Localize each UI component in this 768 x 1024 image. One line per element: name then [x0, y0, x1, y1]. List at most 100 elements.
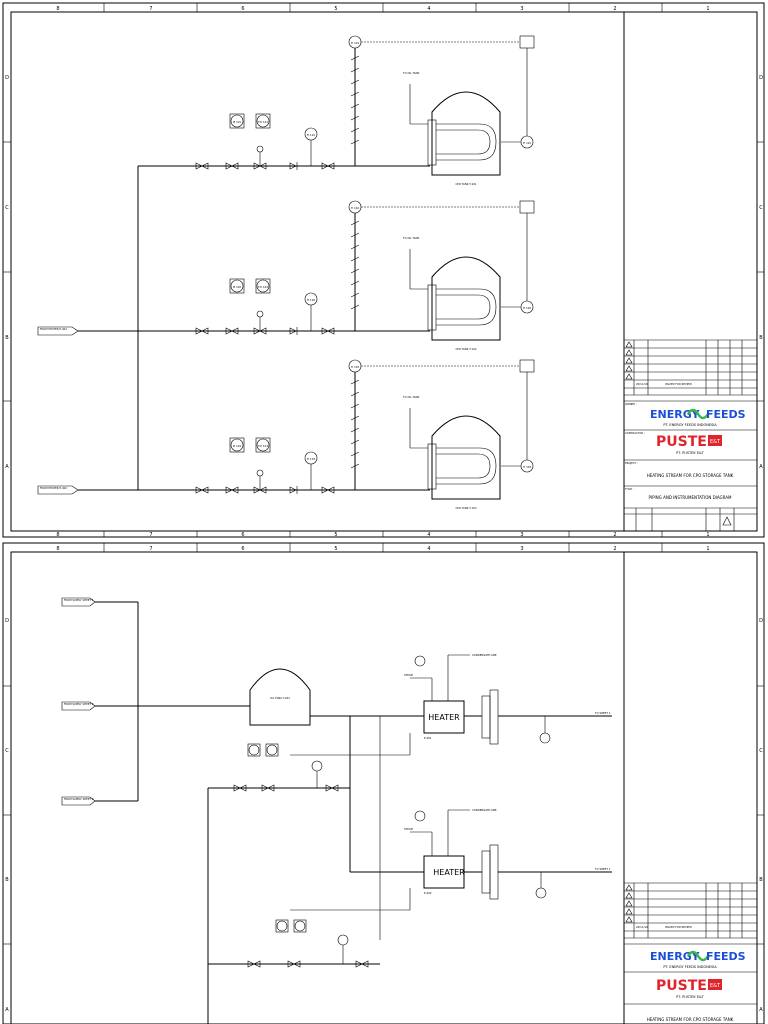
temp-controller-icon: [266, 744, 278, 756]
col-label-bottom-1: 1: [706, 532, 709, 538]
gate-valve-icon: [195, 327, 209, 335]
s2-col-label-5: 5: [334, 546, 337, 552]
temp-alarm-icon: [519, 200, 535, 214]
gate-valve-icon: [225, 327, 239, 335]
sheet-1-title-block: 20/11/19 ISSUED FOR REVIEW OWNER : ENERG…: [623, 12, 757, 531]
s2-row-label-right-b: B: [759, 877, 763, 883]
gate-valve-icon: [225, 162, 239, 170]
pustek-badge-text: E&T: [710, 439, 721, 445]
s2-project-title: HEATING STREAM FOR CPO STORAGE TANK: [647, 1017, 734, 1022]
sheet-2-title-block: 20/11/19 ISSUED FOR REVIEW ENERGY FEEDS …: [623, 552, 757, 1024]
sheet-1-border: [2, 2, 765, 538]
energy-feeds-logo: ENERGY FEEDS PT. ENERGY FEEDS INDONESIA: [650, 408, 746, 427]
heater-1-tag: E-401: [424, 736, 432, 740]
col-label-3: 3: [520, 6, 523, 12]
sheet-1-frame: [10, 11, 758, 532]
energy-wave-icon: [686, 408, 710, 420]
ti-side-tag: TI 101: [523, 141, 531, 145]
s2-revision-date: 20/11/19: [636, 925, 648, 929]
from-heater-2-connector: [37, 485, 79, 495]
check-valve-icon: [289, 162, 298, 170]
heater-1: HEATER E-401 TO SHEET 1 STEAM CONDENSATE…: [404, 653, 612, 745]
tank-unit-1: PI 101 TIC 101 FI 101 TI 101 TI 101: [138, 35, 535, 186]
row-label-right-c: C: [759, 205, 763, 211]
cpo-tank: CPO TANK T-101: [427, 91, 501, 186]
s2-col-label-7: 7: [149, 546, 152, 552]
project-title: HEATING STREAM FOR CPO STORAGE TANK: [647, 473, 734, 478]
col-label-2: 2: [613, 6, 616, 12]
s2-pustek-logo-text: PUSTEK: [656, 978, 719, 994]
col-label-1: 1: [706, 6, 709, 12]
temp-controller-icon: [294, 920, 306, 932]
temp-alarm-icon: [519, 35, 535, 49]
from-heater-1-connector: [37, 326, 79, 336]
control-valve-icon: [253, 145, 267, 170]
row-label-b: B: [5, 335, 9, 341]
fi-tag: FI 103: [307, 457, 315, 461]
supply-label-3: FROM SUPPLY SHEET 3: [64, 797, 94, 801]
ti-side-tag: TI 102: [523, 306, 531, 310]
to-oil-tank-label: TO OIL TANK: [403, 395, 420, 399]
pressure-indicator-icon: [230, 279, 244, 293]
row-label-right-a: A: [759, 464, 763, 470]
ti-side-tag: TI 103: [523, 465, 531, 469]
to-oil-tank-label: TO OIL TANK: [403, 71, 420, 75]
sheet-2-top-ruler: 8 7 6 5 4 3 2 1: [56, 543, 710, 552]
s2-pustek-badge: [708, 979, 722, 990]
oil-tank-tag: OIL TANK T-201: [270, 696, 290, 700]
gate-valve-icon: [247, 960, 261, 968]
tic-tag: TIC 101: [258, 120, 268, 124]
s2-revision-desc: ISSUED FOR REVIEW: [665, 925, 692, 929]
tank-tag: CPO TANK T-103: [455, 506, 476, 510]
supply-label-1: FROM SUPPLY SHEET 1: [64, 598, 94, 602]
s2-col-label-1: 1: [706, 546, 709, 552]
pi-tag: PI 101: [233, 120, 241, 124]
s2-col-label-6: 6: [241, 546, 244, 552]
supply-label-2: FROM SUPPLY SHEET 2: [64, 702, 94, 706]
project-label: PROJECT :: [625, 461, 638, 465]
sheet-1-left-ruler: D C B A D C B A: [3, 75, 764, 470]
tank-unit-2: PI 102 TIC 102 FI 102 TI 102 TI 102 CPO …: [138, 200, 535, 351]
process-lines: [207, 716, 411, 1024]
s2-revision-table: 20/11/19 ISSUED FOR REVIEW: [624, 882, 757, 945]
s2-col-label-2: 2: [613, 546, 616, 552]
tic-tag: TIC 103: [258, 444, 268, 448]
tank-tag: CPO TANK T-101: [455, 182, 476, 186]
ti-top-tag: TI 101: [351, 41, 359, 45]
s2-row-label-b: B: [5, 877, 9, 883]
gate-valve-icon: [321, 327, 335, 335]
sheet-2: 8 7 6 5 4 3 2 1 D C B A D C B A: [2, 542, 765, 1024]
ti-top-tag: TI 102: [351, 206, 359, 210]
oil-tank: OIL TANK T-201: [249, 668, 424, 726]
heater-2-tag: E-402: [424, 891, 432, 895]
contractor-label: CONTRACTOR :: [625, 431, 645, 435]
temperature-indicator-icon: [414, 810, 426, 822]
gate-valve-icon: [355, 960, 369, 968]
pustek-logo: PUSTEK E&T PT. PUSTEK E&T: [656, 434, 722, 455]
ti-top-tag: TI 103: [351, 365, 359, 369]
sheet-2-border: [2, 542, 765, 1024]
pi-tag: PI 102: [233, 285, 241, 289]
pressure-indicator-icon: [276, 920, 288, 932]
from-heater-2-label: FROM HEATER E-402: [40, 486, 67, 490]
col-label-8: 8: [56, 6, 59, 12]
revision-triangle-icon: [722, 516, 732, 526]
pustek-logo-text: PUSTEK: [656, 434, 719, 450]
col-label-bottom-8: 8: [56, 532, 59, 538]
fi-tag: FI 101: [307, 133, 315, 137]
check-valve-icon: [289, 486, 298, 494]
heater-2: HEATER E-402 TO SHEET 1 STEAM CONDENSATE…: [350, 808, 612, 900]
sheet-1-bottom-ruler: 8 7 6 5 4 3 2 1: [56, 531, 710, 538]
col-label-5: 5: [334, 6, 337, 12]
gate-valve-icon: [325, 784, 339, 792]
to-sheet-label: TO SHEET 1: [595, 711, 611, 715]
heater-2-label: HEATER: [433, 868, 465, 877]
temp-controller-icon: [256, 438, 270, 452]
to-oil-tank-label: TO OIL TANK: [403, 236, 420, 240]
s2-col-label-3: 3: [520, 546, 523, 552]
s2-row-label-d: D: [5, 618, 9, 624]
col-label-7: 7: [149, 6, 152, 12]
cpo-tank: CPO TANK T-103: [427, 415, 501, 510]
temp-controller-icon: [256, 114, 270, 128]
